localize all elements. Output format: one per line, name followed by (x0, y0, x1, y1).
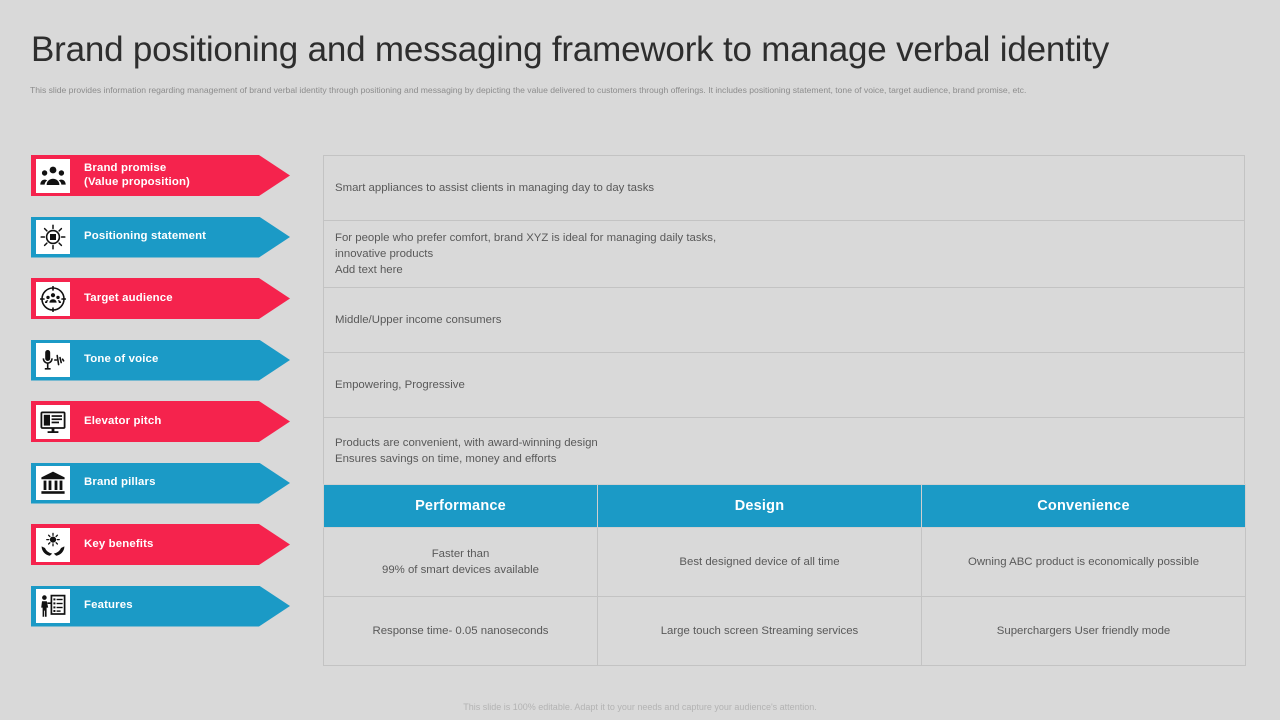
sidebar-arrow-shape: Key benefits (31, 524, 290, 565)
sidebar-item-label: Positioning statement (84, 230, 207, 243)
content-row-4: Products are convenient, with award-winn… (324, 418, 1244, 485)
sidebar-arrow-shape: Elevator pitch (31, 401, 290, 442)
content-panel: Smart appliances to assist clients in ma… (323, 155, 1245, 485)
table-header-row: Performance Design Convenience (323, 484, 1246, 528)
table-header-convenience: Convenience (921, 484, 1246, 528)
sidebar-arrow-shape: Tone of voice (31, 339, 290, 381)
table-cell: Large touch screen Streaming services (597, 596, 922, 666)
sidebar-arrow-shape: Brand promise (Value proposition) (31, 155, 290, 196)
table-cell: Superchargers User friendly mode (921, 596, 1246, 666)
sidebar-item-label: Brand promise (Value proposition) (84, 162, 190, 188)
content-row-text: Empowering, Progressive (335, 379, 465, 391)
sidebar-item-label: Features (84, 599, 133, 612)
content-row-2: Middle/Upper income consumers (324, 288, 1244, 353)
footer-note: This slide is 100% editable. Adapt it to… (463, 702, 817, 712)
sidebar-arrow-list: Brand promise (Value proposition) Positio… (31, 155, 293, 647)
table-header-performance: Performance (323, 484, 598, 528)
idea-target-icon (36, 220, 70, 254)
content-row-text: For people who prefer comfort, brand XYZ… (335, 232, 717, 276)
people-group-icon (36, 158, 70, 193)
sidebar-arrow-shape: Features (31, 585, 290, 627)
content-row-text: Products are convenient, with award-winn… (335, 437, 598, 465)
table-cell: Owning ABC product is economically possi… (921, 527, 1246, 597)
content-row-3: Empowering, Progressive (324, 353, 1244, 418)
sidebar-arrow-shape: Brand pillars (31, 462, 290, 504)
hands-plant-icon (36, 527, 70, 562)
table-row: Faster than 99% of smart devices availab… (323, 527, 1246, 597)
page-title: Brand positioning and messaging framewor… (31, 30, 1110, 69)
sidebar-item-3[interactable]: Tone of voice (31, 339, 293, 381)
content-row-text: Middle/Upper income consumers (335, 314, 502, 326)
table-cell: Response time- 0.05 nanoseconds (323, 596, 598, 666)
sidebar-item-label: Elevator pitch (84, 414, 162, 427)
table-cell: Best designed device of all time (597, 527, 922, 597)
table-row: Response time- 0.05 nanoseconds Large to… (323, 596, 1246, 666)
sidebar-item-label: Key benefits (84, 537, 154, 550)
sidebar-item-label: Tone of voice (84, 353, 159, 366)
sidebar-item-1[interactable]: Positioning statement (31, 216, 293, 258)
content-row-1: For people who prefer comfort, brand XYZ… (324, 221, 1244, 288)
sidebar-item-5[interactable]: Brand pillars (31, 462, 293, 504)
monitor-presentation-icon (36, 404, 70, 439)
table-header-design: Design (597, 484, 922, 528)
sidebar-item-0[interactable]: Brand promise (Value proposition) (31, 155, 293, 196)
content-row-0: Smart appliances to assist clients in ma… (324, 156, 1244, 221)
bank-pillars-icon (36, 466, 70, 500)
sidebar-arrow-shape: Target audience (31, 278, 290, 319)
table-cell: Faster than 99% of smart devices availab… (323, 527, 598, 597)
sidebar-item-4[interactable]: Elevator pitch (31, 401, 293, 442)
microphone-waveform-icon (36, 343, 70, 377)
sidebar-arrow-shape: Positioning statement (31, 216, 290, 258)
benefits-table: Performance Design Convenience Faster th… (323, 484, 1246, 666)
sidebar-item-2[interactable]: Target audience (31, 278, 293, 319)
sidebar-item-label: Brand pillars (84, 476, 156, 489)
presenter-board-icon (36, 589, 70, 623)
page-subtitle: This slide provides information regardin… (30, 85, 1027, 95)
sidebar-item-7[interactable]: Features (31, 585, 293, 627)
audience-target-icon (36, 281, 70, 316)
content-row-text: Smart appliances to assist clients in ma… (335, 182, 655, 194)
sidebar-item-6[interactable]: Key benefits (31, 524, 293, 565)
sidebar-item-label: Target audience (84, 291, 173, 304)
